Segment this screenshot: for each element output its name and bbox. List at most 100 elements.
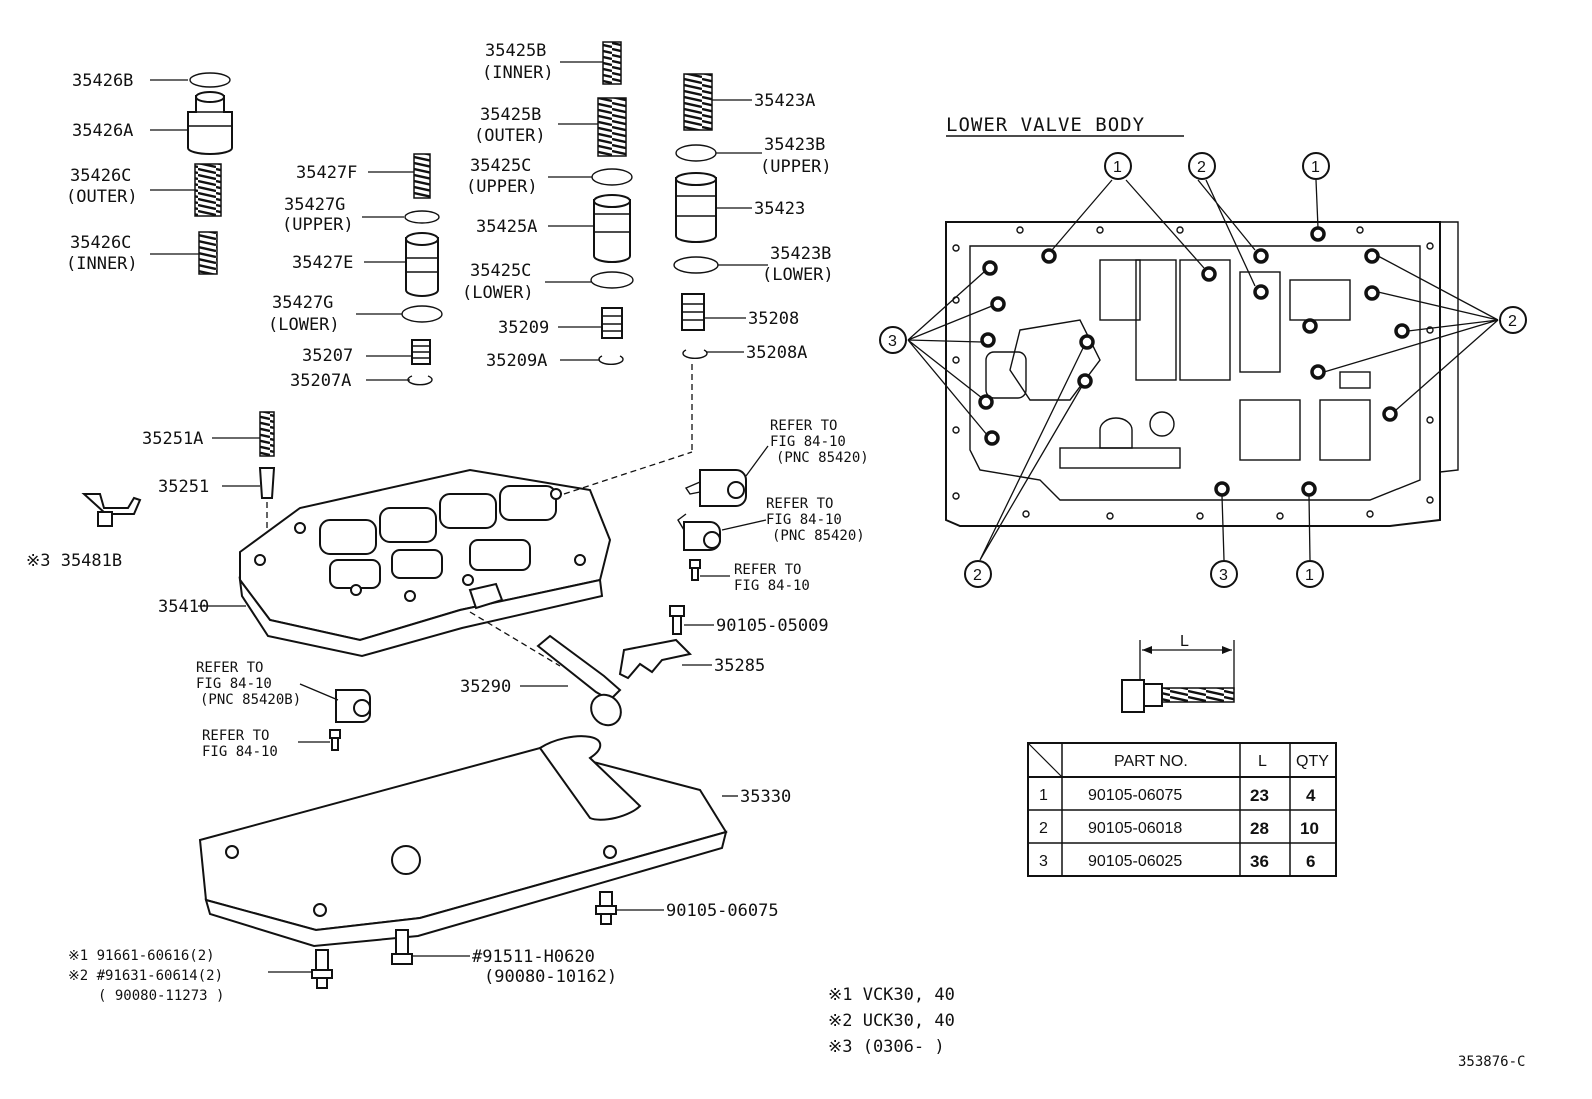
spring-35426C-outer [194, 163, 222, 217]
callout-2-right: 2 [1499, 306, 1527, 334]
bracket-35481B [81, 493, 142, 527]
label-35290: 35290 [460, 677, 511, 697]
callout-1-top-right: 1 [1302, 152, 1330, 180]
label-35251A: 35251A [142, 429, 203, 449]
label-35425B-inner: 35425B [485, 41, 546, 61]
note-2: ※2 UCK30, 40 [828, 1011, 955, 1031]
label-refer1-b: FIG 84-10 [770, 434, 846, 450]
label-90105-06075: 90105-06075 [666, 901, 779, 921]
label-35427E: 35427E [292, 253, 353, 273]
svg-text:1: 1 [1113, 159, 1122, 176]
label-35423B-upper: 35423B [764, 135, 825, 155]
label-refer1-c: (PNC 85420) [776, 450, 869, 466]
callout-2-bottom: 2 [964, 560, 992, 588]
lower-valve-body-view [945, 221, 1459, 527]
valve-35251 [258, 467, 276, 499]
label-refer4-c: (PNC 85420B) [200, 692, 301, 708]
o-ring-35423B-lower [673, 256, 719, 274]
label-35285: 35285 [714, 656, 765, 676]
table-row-2-part: 90105-06018 [1088, 820, 1182, 837]
label-refer4-a: REFER TO [196, 660, 263, 676]
label-inner-b: (INNER) [482, 63, 554, 83]
table-row-3-qty: 6 [1306, 852, 1315, 871]
sleeve-35423 [675, 172, 717, 243]
bolt-91511 [391, 929, 413, 965]
clip-35207A [407, 375, 433, 386]
callout-2-top: 2 [1188, 152, 1216, 180]
table-header-part-no: PART NO. [1114, 753, 1188, 770]
table-header-l: L [1258, 753, 1267, 770]
label-bolt-b1: #91511-H0620 [472, 947, 595, 967]
drawing-number: 353876-C [1458, 1054, 1525, 1070]
callout-3-bottom: 3 [1210, 560, 1238, 588]
label-35425A: 35425A [476, 217, 537, 237]
sleeve-35425A [593, 194, 631, 263]
o-ring-35427G-upper [404, 210, 440, 224]
label-35425C-upper: 35425C [470, 156, 531, 176]
label-35251: 35251 [158, 477, 209, 497]
table-row-2-l: 28 [1250, 819, 1269, 838]
table-row-3-part: 90105-06025 [1088, 853, 1182, 870]
label-lower-b: (LOWER) [462, 283, 534, 303]
label-35330: 35330 [740, 787, 791, 807]
spring-35427F [413, 153, 431, 199]
plug-35207 [411, 339, 431, 365]
bolt-table: PART NO. L QTY 1 90105-06075 23 4 2 9010… [1027, 742, 1337, 877]
label-refer2-a: REFER TO [766, 496, 833, 512]
o-ring-35425C-upper [591, 168, 633, 186]
small-bolt-refer5 [329, 729, 341, 751]
table-row-3-key: 3 [1039, 853, 1048, 870]
clip-35208A [682, 349, 708, 360]
oil-strainer-35330 [198, 735, 728, 948]
o-ring-35423B-upper [675, 144, 717, 162]
valve-body-35410 [238, 468, 612, 658]
label-bolt-b2: (90080-10162) [484, 967, 617, 987]
small-bolt-refer3 [689, 559, 701, 581]
table-row-2-key: 2 [1039, 820, 1048, 837]
sleeve-35426A [187, 91, 233, 155]
solenoid-refer4 [335, 689, 371, 723]
label-bolt-a1: ※1 91661-60616(2) [68, 948, 215, 964]
pipe-35290 [536, 634, 622, 727]
label-35426A: 35426A [72, 121, 133, 141]
label-refer2-c: (PNC 85420) [772, 528, 865, 544]
label-35423B-lower: 35423B [770, 244, 831, 264]
label-35427F: 35427F [296, 163, 357, 183]
label-35207: 35207 [302, 346, 353, 366]
svg-text:1: 1 [1311, 159, 1320, 176]
o-ring-35427G-lower [401, 305, 443, 323]
plug-35209 [601, 307, 623, 339]
label-inner-a: (INNER) [66, 254, 138, 274]
svg-text:1: 1 [1305, 567, 1314, 584]
sleeve-35427E [405, 232, 439, 297]
svg-text:3: 3 [1219, 567, 1228, 584]
label-outer-a: (OUTER) [66, 187, 138, 207]
table-row-2-qty: 10 [1300, 819, 1319, 838]
label-35426B: 35426B [72, 71, 133, 91]
o-ring-35425C-lower [590, 271, 634, 289]
table-row-1-qty: 4 [1306, 786, 1316, 805]
label-refer3-b: FIG 84-10 [734, 578, 810, 594]
label-35427G-upper: 35427G [284, 195, 345, 215]
callout-1-bottom: 1 [1296, 560, 1324, 588]
label-outer-b: (OUTER) [474, 126, 546, 146]
label-35410: 35410 [158, 597, 209, 617]
label-35208A: 35208A [746, 343, 807, 363]
table-header-qty: QTY [1296, 753, 1329, 770]
spring-35251A [259, 411, 275, 457]
label-refer1-a: REFER TO [770, 418, 837, 434]
label-35208: 35208 [748, 309, 799, 329]
table-row-1-l: 23 [1250, 786, 1269, 805]
svg-text:2: 2 [973, 567, 982, 584]
dimension-L-label: L [1180, 633, 1189, 650]
label-refer4-b: FIG 84-10 [196, 676, 272, 692]
label-35209: 35209 [498, 318, 549, 338]
label-35423A: 35423A [754, 91, 815, 111]
label-upper-c: (UPPER) [760, 157, 832, 177]
note-1: ※1 VCK30, 40 [828, 985, 955, 1005]
label-35426C-inner: 35426C [70, 233, 131, 253]
label-bolt-a3: ( 90080-11273 ) [98, 988, 224, 1004]
plug-35208 [681, 293, 705, 331]
table-row-3-l: 36 [1250, 852, 1269, 871]
